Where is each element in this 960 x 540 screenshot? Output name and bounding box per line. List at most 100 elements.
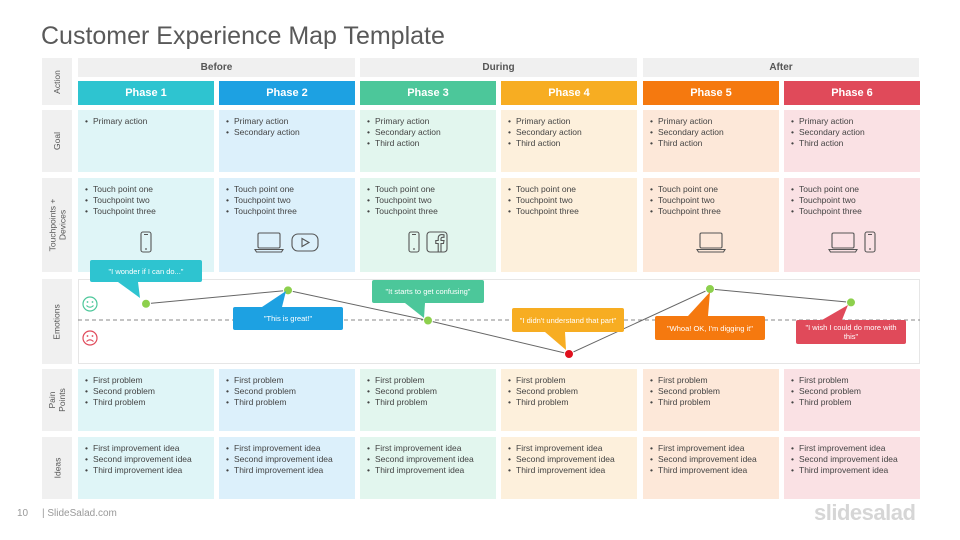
phone-icon	[864, 230, 876, 258]
list-item: Touchpoint three	[225, 206, 349, 217]
list-item: Secondary action	[225, 127, 349, 138]
list-item: First improvement idea	[507, 443, 631, 454]
list-item: Touchpoint two	[507, 195, 631, 206]
list-item: Second problem	[225, 386, 349, 397]
row-label-touchpoints: Touchpoints + Devices	[42, 178, 72, 272]
list-item: First improvement idea	[84, 443, 208, 454]
list-item: Touch point one	[84, 184, 208, 195]
list-item: Third improvement idea	[84, 465, 208, 476]
pain-cell-6: First problemSecond problemThird problem	[784, 369, 920, 431]
list-item: Secondary action	[507, 127, 631, 138]
row-label-action: Action	[42, 58, 72, 105]
list-item: Secondary action	[366, 127, 490, 138]
list-item: First improvement idea	[649, 443, 773, 454]
pain-cell-3: First problemSecond problemThird problem	[360, 369, 496, 431]
stage-before: Before	[78, 58, 355, 77]
pain-cell-4: First problemSecond problemThird problem	[501, 369, 637, 431]
devices-3	[360, 230, 496, 258]
pain-cell-2: First problemSecond problemThird problem	[219, 369, 355, 431]
list-item: Touchpoint two	[649, 195, 773, 206]
goal-cell-4: Primary actionSecondary actionThird acti…	[501, 110, 637, 172]
list-item: Touchpoint two	[366, 195, 490, 206]
idea-cell-6: First improvement ideaSecond improvement…	[784, 437, 920, 499]
devices-1	[78, 230, 214, 258]
stage-during: During	[360, 58, 637, 77]
list-item: Third improvement idea	[366, 465, 490, 476]
list-item: Touch point one	[225, 184, 349, 195]
pain-cell-3-list: First problemSecond problemThird problem	[366, 375, 490, 408]
phase-header-3: Phase 3	[360, 81, 496, 105]
pain-cell-6-list: First problemSecond problemThird problem	[790, 375, 914, 408]
list-item: Touchpoint three	[790, 206, 914, 217]
list-item: Second problem	[84, 386, 208, 397]
list-item: Third action	[366, 138, 490, 149]
list-item: Third problem	[366, 397, 490, 408]
list-item: Primary action	[507, 116, 631, 127]
touchpoint-cell-6-list: Touch point oneTouchpoint twoTouchpoint …	[790, 184, 914, 217]
quote-bubble-4: "I didn't understand that part"	[512, 308, 624, 332]
list-item: Secondary action	[649, 127, 773, 138]
row-label-pain-points: Pain Points	[42, 369, 72, 431]
list-item: Touch point one	[649, 184, 773, 195]
goal-cell-2: Primary actionSecondary action	[219, 110, 355, 172]
facebook-icon	[426, 230, 448, 258]
list-item: Touchpoint three	[649, 206, 773, 217]
pain-cell-2-list: First problemSecond problemThird problem	[225, 375, 349, 408]
idea-cell-1: First improvement ideaSecond improvement…	[78, 437, 214, 499]
idea-cell-2-list: First improvement ideaSecond improvement…	[225, 443, 349, 476]
list-item: Second improvement idea	[790, 454, 914, 465]
goal-cell-5-list: Primary actionSecondary actionThird acti…	[649, 116, 773, 149]
phone-icon	[408, 230, 420, 258]
phase-header-5: Phase 5	[643, 81, 779, 105]
list-item: Third improvement idea	[790, 465, 914, 476]
list-item: Touchpoint three	[507, 206, 631, 217]
list-item: Third action	[790, 138, 914, 149]
list-item: Third improvement idea	[225, 465, 349, 476]
pain-cell-5-list: First problemSecond problemThird problem	[649, 375, 773, 408]
list-item: First problem	[366, 375, 490, 386]
pain-cell-1: First problemSecond problemThird problem	[78, 369, 214, 431]
row-label-emotions: Emotions	[42, 279, 72, 364]
list-item: First improvement idea	[225, 443, 349, 454]
pain-cell-4-list: First problemSecond problemThird problem	[507, 375, 631, 408]
idea-cell-6-list: First improvement ideaSecond improvement…	[790, 443, 914, 476]
touchpoint-cell-5: Touch point oneTouchpoint twoTouchpoint …	[643, 178, 779, 272]
quote-bubble-6: "I wish I could do more with this"	[796, 320, 906, 344]
page-title: Customer Experience Map Template	[41, 22, 445, 50]
quote-bubble-3: "It starts to get confusing"	[372, 280, 484, 303]
goal-cell-1: Primary action	[78, 110, 214, 172]
list-item: First improvement idea	[790, 443, 914, 454]
list-item: Second improvement idea	[366, 454, 490, 465]
touchpoint-cell-4-list: Touch point oneTouchpoint twoTouchpoint …	[507, 184, 631, 217]
goal-cell-1-list: Primary action	[84, 116, 208, 127]
phone-icon	[140, 230, 152, 258]
touchpoint-cell-3-list: Touch point oneTouchpoint twoTouchpoint …	[366, 184, 490, 217]
list-item: First problem	[507, 375, 631, 386]
list-item: Touchpoint three	[84, 206, 208, 217]
list-item: Second problem	[366, 386, 490, 397]
idea-cell-1-list: First improvement ideaSecond improvement…	[84, 443, 208, 476]
list-item: Third action	[507, 138, 631, 149]
list-item: Primary action	[790, 116, 914, 127]
touchpoint-cell-1: Touch point oneTouchpoint twoTouchpoint …	[78, 178, 214, 272]
idea-cell-3-list: First improvement ideaSecond improvement…	[366, 443, 490, 476]
list-item: Secondary action	[790, 127, 914, 138]
phase-header-4: Phase 4	[501, 81, 637, 105]
touchpoint-cell-5-list: Touch point oneTouchpoint twoTouchpoint …	[649, 184, 773, 217]
devices-6	[784, 230, 920, 258]
goal-cell-3-list: Primary actionSecondary actionThird acti…	[366, 116, 490, 149]
list-item: Primary action	[366, 116, 490, 127]
idea-cell-5-list: First improvement ideaSecond improvement…	[649, 443, 773, 476]
phase-header-6: Phase 6	[784, 81, 920, 105]
list-item: Third improvement idea	[507, 465, 631, 476]
list-item: Touch point one	[790, 184, 914, 195]
idea-cell-4-list: First improvement ideaSecond improvement…	[507, 443, 631, 476]
list-item: Touchpoint three	[366, 206, 490, 217]
list-item: Touchpoint two	[790, 195, 914, 206]
touchpoint-cell-2: Touch point oneTouchpoint twoTouchpoint …	[219, 178, 355, 272]
touchpoint-cell-6: Touch point oneTouchpoint twoTouchpoint …	[784, 178, 920, 272]
list-item: Second improvement idea	[649, 454, 773, 465]
list-item: First problem	[649, 375, 773, 386]
pain-cell-5: First problemSecond problemThird problem	[643, 369, 779, 431]
page-number: 10	[17, 508, 29, 519]
